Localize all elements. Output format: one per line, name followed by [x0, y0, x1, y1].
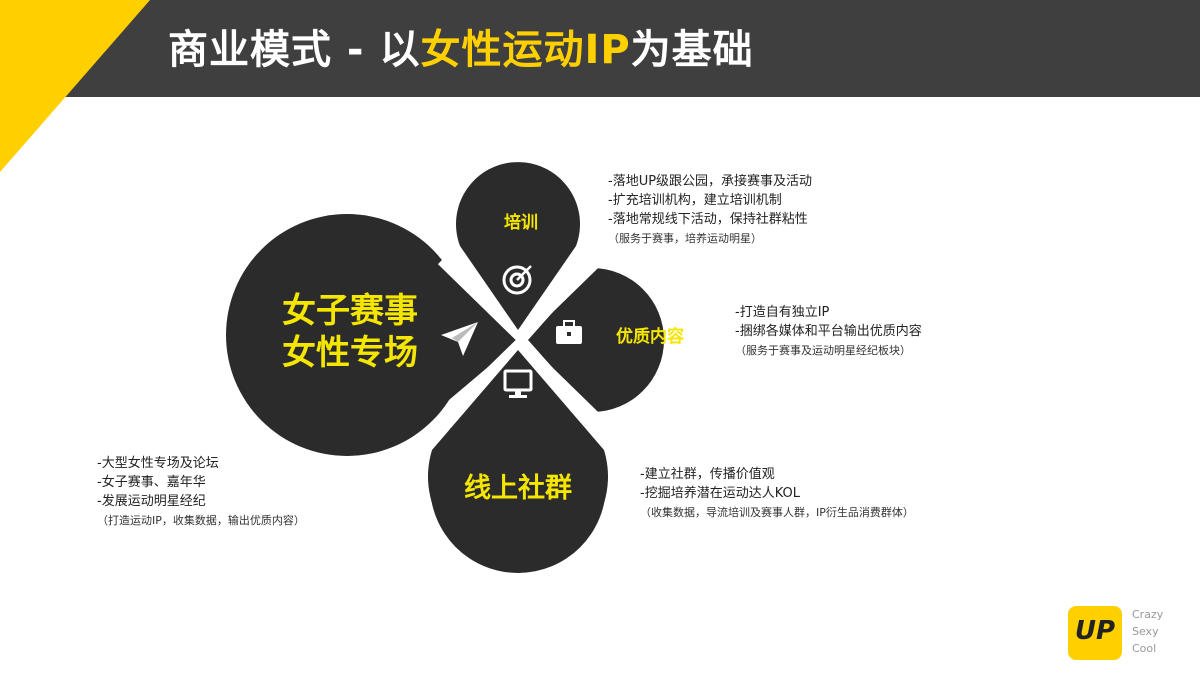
main-label-line2: 女性专场 — [282, 333, 418, 373]
header-bar — [0, 0, 1200, 97]
note-bottom-sub: （收集数据，导流培训及赛事人群，IP衍生品消费群体） — [640, 506, 914, 519]
note-top-sub: （服务于赛事，培养运动明星） — [608, 232, 762, 245]
corner-accent — [0, 0, 150, 172]
page-title: 商业模式 - 以女性运动IP为基础 — [168, 20, 754, 80]
note-left-line: -女子赛事、嘉年华 — [97, 475, 206, 490]
main-label-line1: 女子赛事 — [282, 291, 418, 331]
tagline-word: Sexy — [1132, 625, 1159, 638]
tagline-word: Cool — [1132, 642, 1157, 655]
petal-main-body — [226, 214, 468, 456]
note-top: -落地UP级跟公园，承接赛事及活动 -扩充培训机构，建立培训机制 -落地常规线下… — [608, 172, 812, 248]
petal-right — [528, 268, 664, 412]
petal-top — [456, 162, 580, 330]
note-bottom-line: -挖掘培养潜在运动达人KOL — [640, 486, 800, 501]
monitor-icon — [503, 369, 533, 398]
brand-logo: UP — [1068, 606, 1122, 660]
briefcase-icon — [556, 320, 582, 344]
note-left-line: -发展运动明星经纪 — [97, 494, 206, 509]
note-right-line: -打造自有独立IP — [735, 305, 830, 320]
title-prefix: 商业模式 - 以 — [168, 27, 421, 73]
title-suffix: 为基础 — [630, 27, 754, 73]
main-petal-label: 女子赛事 女性专场 — [250, 290, 450, 374]
note-right-sub: （服务于赛事及运动明星经纪板块） — [735, 344, 911, 357]
note-bottom: -建立社群，传播价值观 -挖掘培养潜在运动达人KOL （收集数据，导流培训及赛事… — [640, 465, 914, 522]
note-left-sub: （打造运动IP，收集数据，输出优质内容） — [97, 514, 305, 527]
brand-tagline: Crazy Sexy Cool — [1132, 606, 1163, 657]
brand-logo-mark: UP — [1074, 616, 1116, 646]
note-bottom-line: -建立社群，传播价值观 — [640, 467, 775, 482]
top-petal-label: 培训 — [504, 213, 538, 233]
note-top-line: -落地UP级跟公园，承接赛事及活动 — [608, 174, 813, 189]
petal-bottom-body — [430, 397, 606, 573]
right-petal-label: 优质内容 — [616, 327, 684, 347]
note-top-line: -落地常规线下活动，保持社群粘性 — [608, 212, 808, 227]
note-top-line: -扩充培训机构，建立培训机制 — [608, 193, 782, 208]
target-icon — [502, 265, 532, 295]
paper-plane-icon — [441, 322, 478, 356]
title-highlight: 女性运动IP — [420, 27, 631, 73]
tagline-word: Crazy — [1132, 608, 1164, 621]
note-left-line: -大型女性专场及论坛 — [97, 456, 219, 471]
note-right: -打造自有独立IP -捆绑各媒体和平台输出优质内容 （服务于赛事及运动明星经纪板… — [735, 303, 922, 360]
bottom-petal-label: 线上社群 — [464, 473, 572, 504]
note-right-line: -捆绑各媒体和平台输出优质内容 — [735, 324, 922, 339]
note-left: -大型女性专场及论坛 -女子赛事、嘉年华 -发展运动明星经纪 （打造运动IP，收… — [97, 454, 305, 530]
